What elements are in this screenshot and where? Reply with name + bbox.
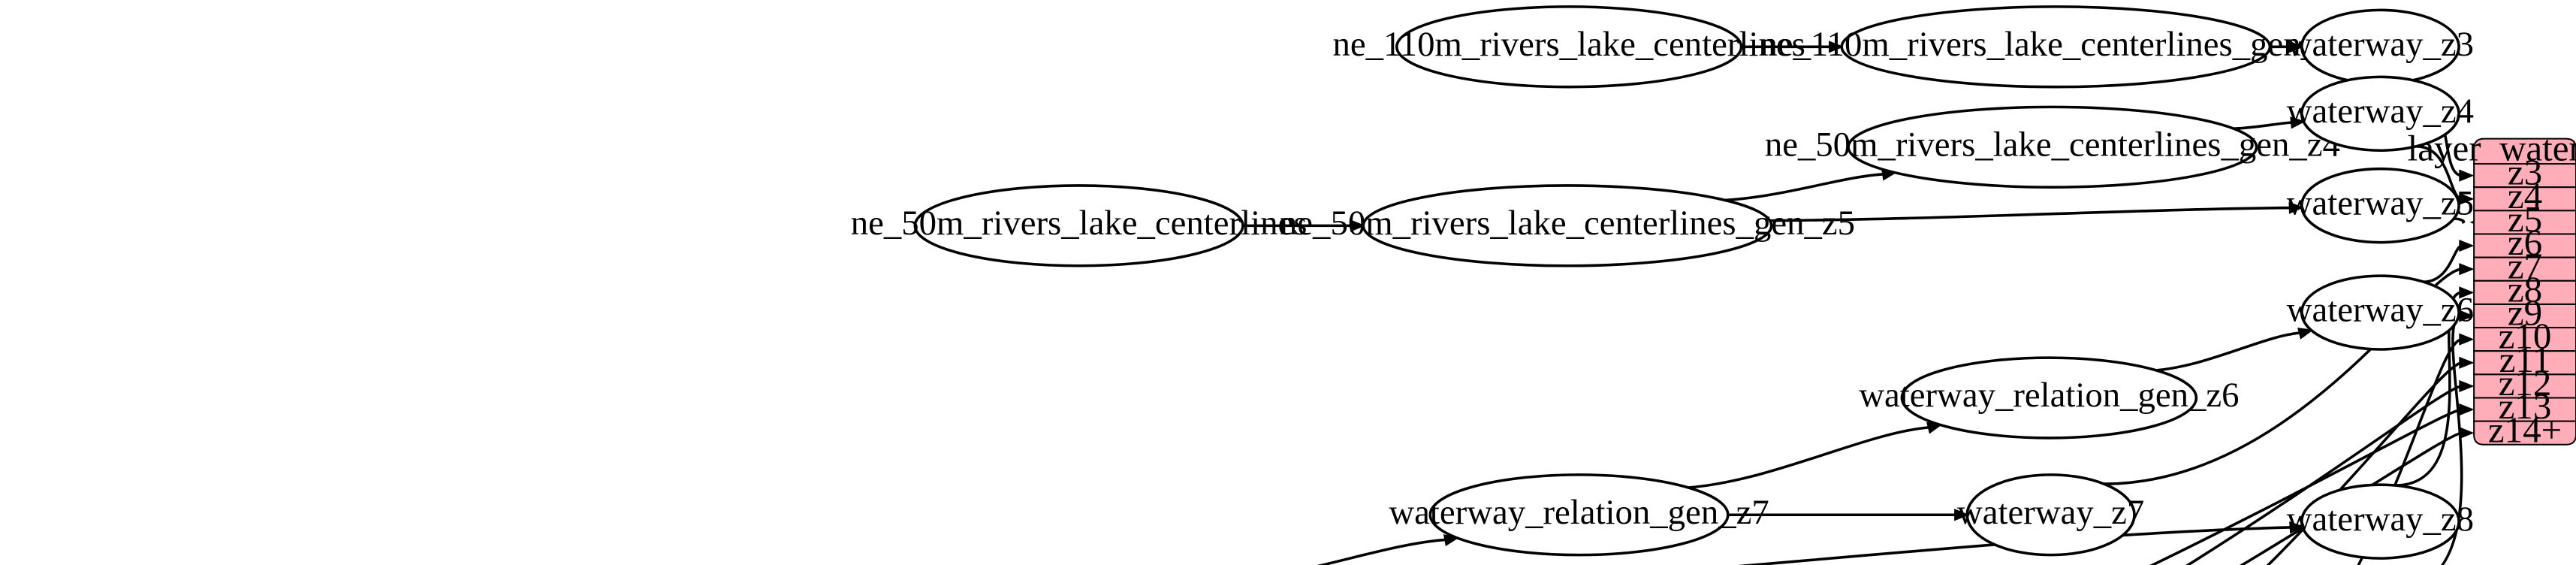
- layer-waterway-table: layer_waterwayz3z4z5z6z7z8z9z10z11z12z13…: [2408, 128, 2576, 450]
- node-label-waterway_z3: waterway_z3: [2287, 25, 2474, 64]
- node-label-ne_50m_rivers_lake_centerlines_gen_z4: ne_50m_rivers_lake_centerlines_gen_z4: [1765, 125, 2340, 164]
- node-label-waterway_z5: waterway_z5: [2287, 183, 2474, 222]
- node-label-waterway_relation_gen_z6: waterway_relation_gen_z6: [1859, 376, 2239, 415]
- node-label-waterway_relation_gen_z7: waterway_relation_gen_z7: [1389, 493, 1769, 532]
- table-row-z5[interactable]: [2473, 210, 2576, 235]
- table-title-label: layer_waterway: [2408, 128, 2576, 169]
- edge-arrowhead: [2290, 116, 2306, 129]
- node-label-waterway_z6: waterway_z6: [2287, 291, 2474, 330]
- node-waterway_z6[interactable]: waterway_z6: [2287, 274, 2474, 351]
- edges-layer: [1242, 41, 2485, 565]
- table-row-label-z9: z9: [2508, 292, 2542, 334]
- node-waterway_z5[interactable]: waterway_z5: [2287, 167, 2474, 244]
- node-ne_110m_rivers_lake_centerlines_gen_z3[interactable]: ne_110m_rivers_lake_centerlines_gen_z3: [1760, 5, 2351, 89]
- table-row-z10[interactable]: [2473, 327, 2576, 352]
- edge-arrowhead: [2459, 356, 2475, 369]
- node-label-ne_50m_rivers_lake_centerlines: ne_50m_rivers_lake_centerlines: [851, 204, 1308, 243]
- table-row-z13[interactable]: [2473, 397, 2576, 422]
- edge-arrowhead: [2459, 403, 2475, 416]
- edge-arrowhead: [2459, 169, 2475, 182]
- table-row-label-z14plus: z14+: [2488, 409, 2562, 450]
- node-shape-waterway_relation_gen_z7[interactable]: [1428, 473, 1730, 557]
- node-shape-ne_50m_rivers_lake_centerlines_gen_z4[interactable]: [1847, 105, 2258, 189]
- edge-waterway_relation_gen_z6-to-waterway_z6: [2155, 331, 2303, 372]
- table-row-label-z10: z10: [2499, 316, 2552, 357]
- table-row-label-z12: z12: [2499, 362, 2552, 403]
- table-row-label-z13: z13: [2499, 385, 2552, 427]
- table-row-label-z5: z5: [2508, 198, 2542, 240]
- edge-ne_50m_rivers_lake_centerlines_gen_z4-to-waterway_z4: [2234, 121, 2294, 130]
- node-ne_50m_rivers_lake_centerlines_gen_z5[interactable]: ne_50m_rivers_lake_centerlines_gen_z5: [1280, 184, 1855, 267]
- node-waterway_z3[interactable]: waterway_z3: [2287, 8, 2474, 86]
- edge-arrowhead: [2288, 41, 2304, 53]
- node-ne_110m_rivers_lake_centerlines[interactable]: ne_110m_rivers_lake_centerlines: [1333, 5, 1805, 89]
- edge-waterway_relation_gen_z8-to-waterway_relation_gen_z7: [1317, 538, 1449, 565]
- edge-waterway_relation_gen_z8-to-waterway_z8: [1738, 526, 2294, 565]
- node-label-ne_50m_rivers_lake_centerlines_gen_z5: ne_50m_rivers_lake_centerlines_gen_z5: [1280, 204, 1855, 243]
- node-waterway_relation_gen_z7[interactable]: waterway_relation_gen_z7: [1389, 473, 1769, 557]
- edge-arrowhead: [2459, 333, 2475, 346]
- node-waterway_relation_gen_z6[interactable]: waterway_relation_gen_z6: [1859, 356, 2240, 440]
- edge-waterway_z10-to-layer_waterway-z10: [2357, 337, 2463, 565]
- edge-arrowhead: [2459, 239, 2475, 252]
- edge-waterway_z13-to-layer_waterway-z13: [2149, 408, 2463, 565]
- node-shape-waterway_z4[interactable]: [2300, 75, 2460, 153]
- edge-arrowhead: [1829, 41, 1845, 53]
- edge-ne_50m_rivers_lake_centerlines_gen_z5-to-ne_50m_rivers_lake_centerlines_gen_z4: [1724, 172, 1887, 202]
- edge-arrowhead: [1350, 219, 1366, 232]
- edge-arrowhead: [2459, 286, 2475, 299]
- nodes-layer: imposm3osm_waterway_relationosm_waterway…: [851, 5, 2474, 560]
- edge-arrowhead: [2289, 521, 2305, 534]
- node-shape-waterway_z5[interactable]: [2300, 167, 2460, 244]
- node-label-waterway_z7: waterway_z7: [1957, 493, 2144, 532]
- node-shape-waterway_z8[interactable]: [2300, 483, 2460, 560]
- table-row-label-z11: z11: [2499, 339, 2551, 380]
- node-shape-ne_110m_rivers_lake_centerlines_gen_z3[interactable]: [1840, 5, 2272, 89]
- node-waterway_z8[interactable]: waterway_z8: [2287, 483, 2474, 560]
- edge-arrowhead: [2297, 328, 2314, 340]
- edge-arrowhead: [1954, 509, 1970, 521]
- node-shape-ne_50m_rivers_lake_centerlines[interactable]: [913, 184, 1244, 267]
- node-shape-waterway_z6[interactable]: [2300, 274, 2460, 351]
- node-waterway_z7[interactable]: waterway_z7: [1957, 473, 2144, 557]
- edge-waterway_z7-to-layer_waterway-z7: [2104, 267, 2463, 485]
- node-shape-ne_110m_rivers_lake_centerlines[interactable]: [1395, 5, 1743, 89]
- table-row-label-z6: z6: [2508, 222, 2542, 263]
- node-label-waterway_z4: waterway_z4: [2287, 92, 2474, 131]
- edge-arrowhead: [2459, 427, 2475, 440]
- node-shape-ne_50m_rivers_lake_centerlines_gen_z5[interactable]: [1362, 184, 1773, 267]
- edge-ne_50m_rivers_lake_centerlines_gen_z5-to-waterway_z5: [1769, 206, 2293, 222]
- node-shape-waterway_z7[interactable]: [1965, 473, 2136, 557]
- edge-arrowhead: [2288, 201, 2304, 214]
- table-row-label-z8: z8: [2508, 268, 2542, 310]
- edge-arrowhead: [2459, 379, 2475, 393]
- edge-arrowhead: [2459, 263, 2475, 276]
- node-waterway_z4[interactable]: waterway_z4: [2287, 75, 2474, 153]
- node-label-ne_110m_rivers_lake_centerlines: ne_110m_rivers_lake_centerlines: [1333, 25, 1805, 64]
- node-ne_50m_rivers_lake_centerlines[interactable]: ne_50m_rivers_lake_centerlines: [851, 184, 1308, 267]
- edge-waterway_z14-to-layer_waterway-z14+: [2239, 431, 2463, 565]
- edge-arrowhead: [2459, 192, 2475, 205]
- edge-waterway_z11-to-layer_waterway-z11: [2266, 361, 2463, 565]
- edge-waterway_relation_gen_z7-to-waterway_relation_gen_z6: [1688, 425, 1932, 489]
- table-row-label-z7: z7: [2508, 245, 2542, 286]
- node-shape-waterway_relation_gen_z6[interactable]: [1900, 356, 2198, 440]
- table-row-z7[interactable]: [2473, 256, 2576, 282]
- node-label-waterway_z8: waterway_z8: [2287, 500, 2474, 539]
- edge-waterway_z6-to-layer_waterway-z6: [2423, 244, 2463, 283]
- table-row-label-z3: z3: [2508, 152, 2542, 193]
- edge-waterway_z12-to-layer_waterway-z12: [2185, 385, 2463, 565]
- edge-waterway_z5-to-layer_waterway-z5: [2454, 217, 2466, 224]
- node-label-ne_110m_rivers_lake_centerlines_gen_z3: ne_110m_rivers_lake_centerlines_gen_z3: [1760, 25, 2351, 64]
- table-row-z8[interactable]: [2473, 279, 2576, 305]
- table-row-label-z4: z4: [2508, 175, 2542, 216]
- node-ne_50m_rivers_lake_centerlines_gen_z4[interactable]: ne_50m_rivers_lake_centerlines_gen_z4: [1765, 105, 2340, 189]
- edge-waterway_z9-to-layer_waterway-z9: [2440, 314, 2463, 565]
